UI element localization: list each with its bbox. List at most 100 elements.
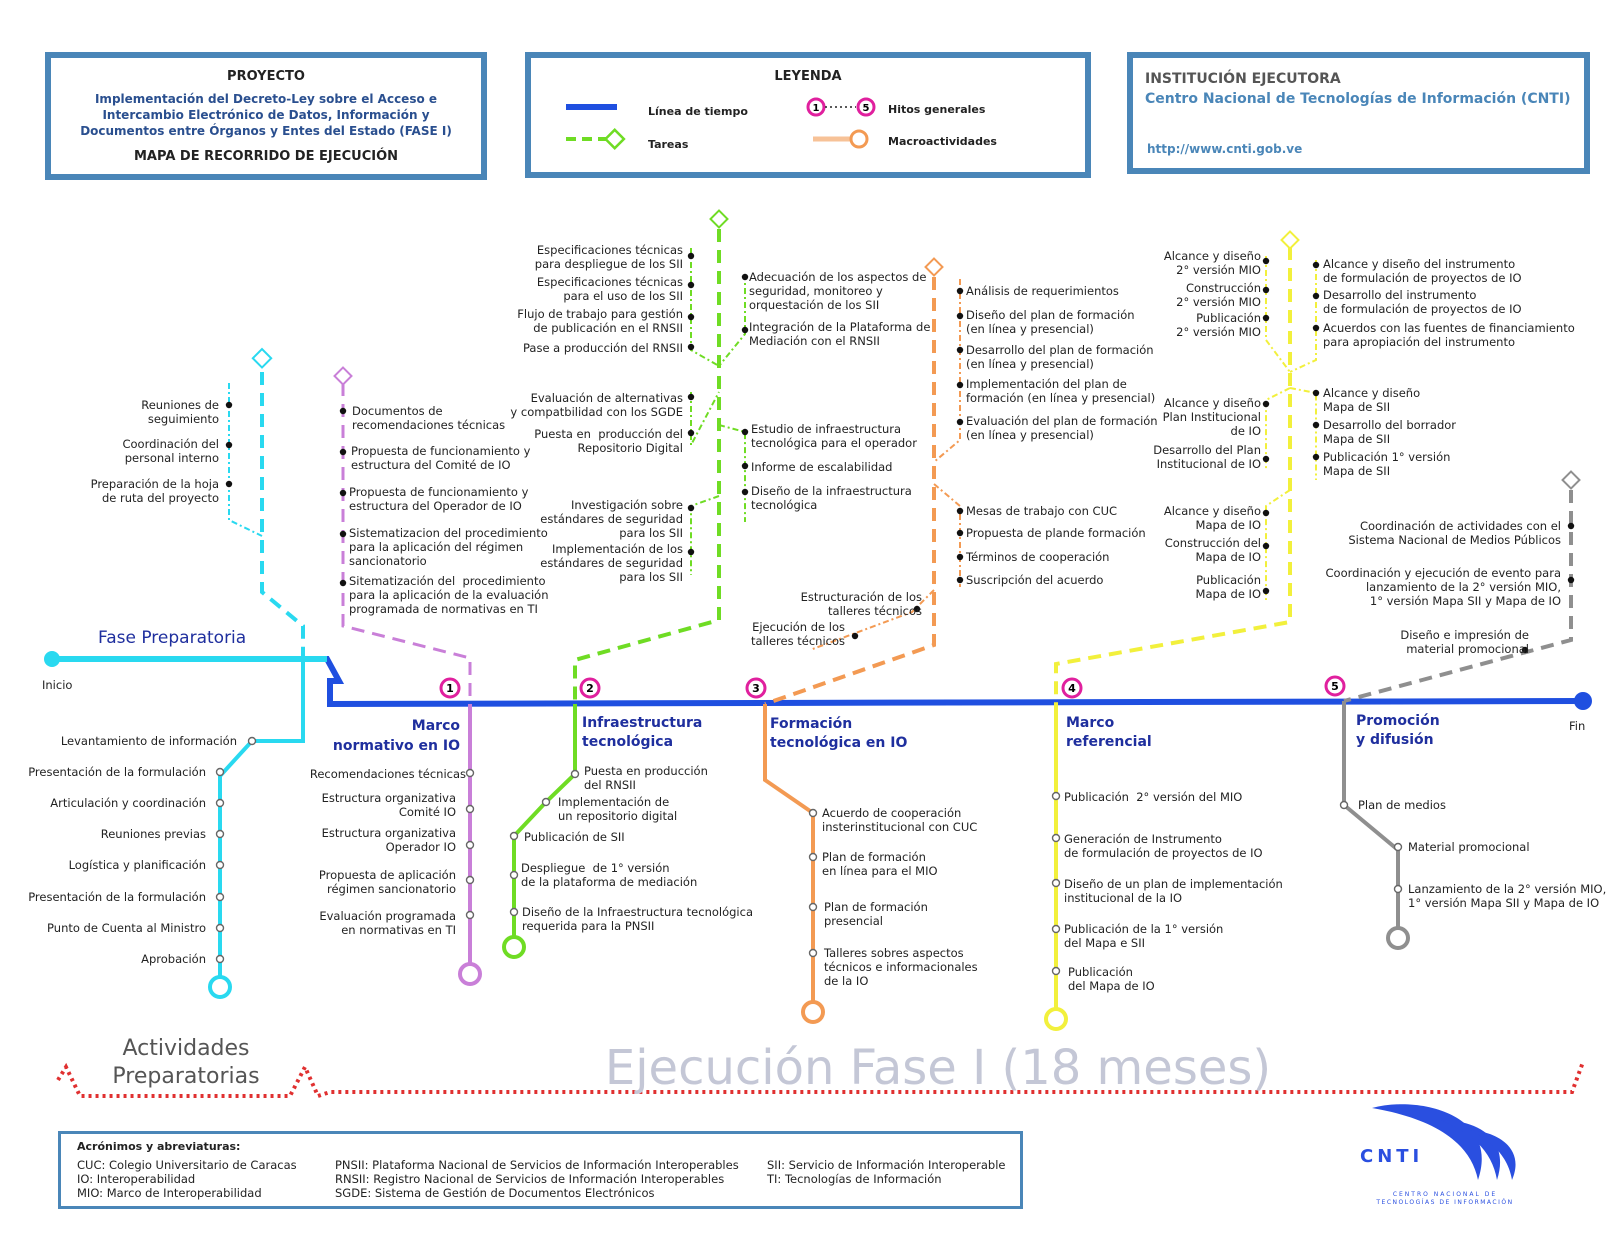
orange_tasks_right-marker-5 [956,507,964,515]
purple_macro-marker-4 [465,910,475,920]
green_tasks_right-marker-3 [741,462,749,470]
cyan-tasks-label-1: Coordinación del personal interno [122,437,219,465]
green-tasks-right-label-1: Integración de la Plataforma de Mediació… [749,320,931,348]
orange-tasks-right-label-6: Propuesta de plande formación [966,526,1146,540]
green-tasks-right-label-0: Adecuación de los aspectos de seguridad,… [749,270,927,312]
gray_tasks-marker-2 [1521,646,1529,654]
yellow_tasks_right-marker-5 [1312,453,1320,461]
legend-tasks-label: Tareas [648,138,689,151]
orange_tasks_left-marker-1 [851,632,859,640]
yellow-tasks-left-label-3: Alcance y diseño Plan Institucional de I… [1162,396,1261,438]
green_tasks_left-marker-2 [687,313,695,321]
orange_tasks_right-marker-1 [956,312,964,320]
cyan-macro-label-7: Aprobación [141,952,206,966]
purple-macro-label-4: Evaluación programada en normativas en T… [319,909,456,937]
purple-branch [333,366,482,986]
orange_tasks_right-marker-2 [956,346,964,354]
yellow_tasks_left-marker-6 [1262,542,1270,550]
green-macro-label-2: Publicación de SII [524,830,625,844]
acronyms-box: Acrónimos y abreviaturas: CUC: Colegio U… [58,1131,1023,1209]
yellow_tasks_left-marker-2 [1262,314,1270,322]
yellow-tasks-left-label-1: Construcción 2° versión MIO [1176,281,1261,309]
legend-macro-label: Macroactividades [888,135,997,148]
yellow-macro-label-0: Publicación 2° versión del MIO [1064,790,1243,804]
green-tasks-left-label-5: Puesta en producción del Repositorio Dig… [534,427,683,455]
yellow-macro-label-2: Diseño de un plan de implementación inst… [1064,877,1283,905]
yellow-tasks-left-label-7: Publicación Mapa de IO [1195,573,1261,601]
orange_tasks_right-marker-4 [956,418,964,426]
cyan-branch [208,347,305,999]
yellow-tasks-left-label-6: Construcción del Mapa de IO [1164,536,1261,564]
orange_macro-marker-2 [808,902,818,912]
orange-macro-label-1: Plan de formación en línea para el MIO [822,850,938,878]
green-tasks-left-label-7: Implementación de los estándares de segu… [540,542,683,584]
legend-box: LEYENDA Línea de tiempo Tareas Hitos gen… [525,52,1091,178]
green-tasks-left-label-3: Pase a producción del RNSII [522,341,683,355]
yellow-tasks-right-label-3: Alcance y diseño Mapa de SII [1323,386,1421,414]
orange_tasks_right-marker-0 [956,287,964,295]
yellow_macro-marker-3 [1051,924,1061,934]
timeline-end-marker [1574,692,1592,710]
orange-tasks-right-label-0: Análisis de requerimientos [966,284,1119,298]
yellow-macro-label-3: Publicación de la 1° versión del Mapa e … [1064,922,1224,950]
green_tasks_left-marker-1 [687,281,695,289]
orange-tasks-right-label-4: Evaluación del plan de formación (en lín… [966,414,1158,442]
gray-tasks-label-2: Diseño e impresión de material promocion… [1400,628,1529,656]
orange_macro-marker-1 [808,852,818,862]
cyan-tasks-label-0: Reuniones de seguimiento [141,398,219,426]
yellow_tasks_right-marker-0 [1312,261,1320,269]
acronym-sgde: SGDE: Sistema de Gestión de Documentos E… [335,1186,655,1200]
orange_macro-marker-0 [808,808,818,818]
svg-text:2: 2 [586,682,594,695]
purple_tasks-marker-2 [339,489,347,497]
cyan_macro-marker-7 [215,954,225,964]
milestone-5-icon: 5 [1324,675,1346,697]
green-macro-label-3: Despliegue de 1° versión de la plataform… [521,861,698,889]
yellow-macro-label-1: Generación de Instrumento de formulación… [1064,832,1263,860]
gray-macro-label-0: Plan de medios [1358,798,1446,812]
green_tasks_right-marker-1 [741,326,749,334]
acronym-rnsii: RNSII: Registro Nacional de Servicios de… [335,1172,725,1186]
yellow-macro-label-4: Publicación del Mapa de IO [1068,965,1155,993]
legend-samples: 1 5 [566,97,876,150]
purple_tasks-marker-4 [339,579,347,587]
purple-macro-label-0: Recomendaciones técnicas [309,767,466,781]
purple-tasks-label-2: Propuesta de funcionamiento y estructura… [349,485,529,513]
cyan-macro-label-6: Punto de Cuenta al Ministro [47,921,206,935]
orange-tasks-left-label-1: Ejecución de los talleres técnicos [751,620,845,648]
cyan_macro-marker-1 [215,767,225,777]
cyan-macro-label-3: Reuniones previas [100,827,206,841]
orange_tasks_right-marker-3 [956,381,964,389]
orange_tasks_right-marker-8 [956,576,964,584]
project-subtitle: MAPA DE RECORRIDO DE EJECUCIÓN [133,149,399,164]
timeline-end-label: Fin [1569,719,1586,733]
yellow-tasks-left-label-0: Alcance y diseño 2° versión MIO [1163,249,1261,277]
orange-tasks-left-label-0: Estructuración de los talleres técnicos [800,590,922,618]
legend-title: LEYENDA [774,69,842,84]
orange-tasks-right-label-2: Desarrollo del plan de formación (en lín… [966,343,1154,371]
cyan_macro-marker-5 [215,892,225,902]
yellow_tasks_left-marker-3 [1262,400,1270,408]
yellow-tasks-right-label-2: Acuerdos con las fuentes de financiamien… [1323,321,1575,349]
green-macro-label-1: Implementación de un repositorio digital [558,795,678,823]
orange-tasks-right-label-8: Suscripción del acuerdo [966,573,1104,587]
purple_tasks-marker-1 [339,448,347,456]
acronym-pnsii: PNSII: Plataforma Nacional de Servicios … [335,1158,739,1172]
timeline-start-label: Inicio [42,678,73,692]
yellow-tasks-left-label-2: Publicación 2° versión MIO [1176,311,1261,339]
green-tasks-right-label-2: Estudio de infraestructura tecnológica p… [751,422,917,450]
macro-promocion: Promoción y difusión [1356,713,1440,748]
legend-timeline-label: Línea de tiempo [648,105,748,118]
orange-tasks-right-label-5: Mesas de trabajo con CUC [966,504,1118,518]
institution-url-link[interactable]: http://www.cnti.gob.ve [1147,142,1303,156]
yellow_tasks_right-marker-1 [1312,292,1320,300]
svg-text:3: 3 [752,682,760,695]
green_tasks_left-marker-4 [687,393,695,401]
green-tasks-left-label-4: Evaluación de alternativas y compatbilid… [510,391,683,419]
yellow_tasks_left-marker-0 [1262,257,1270,265]
yellow-tasks-right-label-4: Desarrollo del borrador Mapa de SII [1323,418,1457,446]
orange_tasks_right-marker-6 [956,529,964,537]
green_tasks_right-marker-2 [741,428,749,436]
yellow_tasks_right-marker-3 [1312,389,1320,397]
